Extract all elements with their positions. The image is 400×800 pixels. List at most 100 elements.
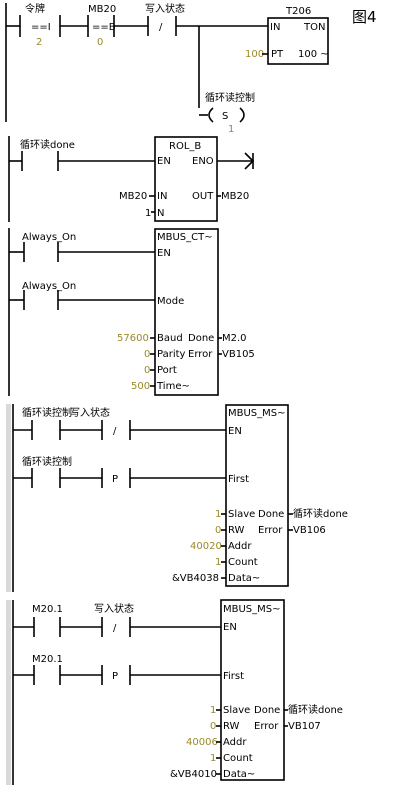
svg-text:TON: TON bbox=[303, 22, 325, 33]
svg-text:100 ~: 100 ~ bbox=[298, 49, 329, 60]
svg-text:N: N bbox=[157, 208, 164, 219]
svg-text:写入状态: 写入状态 bbox=[70, 406, 110, 419]
svg-text:PT: PT bbox=[271, 49, 284, 60]
contact-always-on-en[interactable]: Always_On bbox=[22, 232, 76, 262]
svg-text:VB105: VB105 bbox=[222, 349, 255, 360]
svg-text:M20.1: M20.1 bbox=[32, 654, 63, 665]
svg-text:Slave: Slave bbox=[223, 705, 250, 716]
svg-text:/: / bbox=[159, 22, 163, 33]
svg-text:Mode: Mode bbox=[157, 296, 184, 307]
svg-text:VB106: VB106 bbox=[293, 525, 326, 536]
svg-text:T206: T206 bbox=[285, 6, 311, 17]
svg-text:Always_On: Always_On bbox=[22, 232, 76, 243]
svg-text:Done: Done bbox=[188, 333, 214, 344]
pulse-rising-edge-1[interactable]: P bbox=[101, 468, 131, 488]
svg-text:Error: Error bbox=[254, 721, 279, 732]
contact-write-status-nc[interactable]: 写入状态 / bbox=[145, 2, 185, 36]
contact-m20-1-en[interactable]: M20.1 bbox=[32, 604, 63, 637]
svg-text:Time~: Time~ bbox=[156, 381, 190, 392]
svg-text:Addr: Addr bbox=[223, 737, 247, 748]
svg-text:First: First bbox=[228, 474, 249, 485]
network-3: Always_On Always_On MBUS_CT~ EN Mode Bau… bbox=[8, 228, 255, 396]
svg-text:ROL_B: ROL_B bbox=[169, 141, 201, 152]
contact-cycle-read-done[interactable]: 循环读done bbox=[20, 138, 75, 171]
network-2: 循环读done ROL_B EN ENO IN OUT N MB20 MB20 … bbox=[8, 136, 255, 222]
svg-text:EN: EN bbox=[157, 156, 171, 167]
svg-text:1: 1 bbox=[215, 509, 221, 520]
contact-m20-1-first[interactable]: M20.1 bbox=[32, 654, 63, 685]
svg-text:&VB4010: &VB4010 bbox=[170, 769, 217, 780]
svg-text:&VB4038: &VB4038 bbox=[172, 573, 219, 584]
svg-text:M2.0: M2.0 bbox=[222, 333, 247, 344]
contact-mb20-compare[interactable]: MB20 ==B 0 bbox=[87, 4, 116, 48]
svg-text:RW: RW bbox=[228, 525, 245, 536]
svg-text:EN: EN bbox=[223, 622, 237, 633]
figure-label: 图4 bbox=[352, 8, 377, 26]
svg-text:写入状态: 写入状态 bbox=[94, 602, 134, 615]
svg-text:Count: Count bbox=[223, 753, 253, 764]
svg-text:Count: Count bbox=[228, 557, 258, 568]
svg-text:100: 100 bbox=[245, 49, 264, 60]
svg-text:Data~: Data~ bbox=[223, 769, 255, 780]
svg-text:RW: RW bbox=[223, 721, 240, 732]
pulse-rising-edge-2[interactable]: P bbox=[101, 665, 131, 685]
svg-text:MBUS_MS~: MBUS_MS~ bbox=[223, 604, 281, 615]
svg-text:P: P bbox=[112, 474, 118, 485]
svg-text:MBUS_MS~: MBUS_MS~ bbox=[228, 408, 286, 419]
contact-token-compare[interactable]: 令牌 ==I 2 bbox=[19, 2, 61, 48]
svg-text:1: 1 bbox=[215, 557, 221, 568]
rol-b-block[interactable]: ROL_B EN ENO IN OUT N MB20 MB20 1 bbox=[119, 136, 249, 222]
svg-text:MB20: MB20 bbox=[221, 191, 249, 202]
network-1: 令牌 ==I 2 MB20 ==B 0 写入状态 / T206 bbox=[5, 2, 329, 135]
svg-text:循环读done: 循环读done bbox=[288, 703, 343, 716]
svg-text:Always_On: Always_On bbox=[22, 281, 76, 292]
svg-text:40006: 40006 bbox=[186, 737, 218, 748]
mbus-ms-block-2[interactable]: MBUS_MS~ EN First Slave Done RW Error Ad… bbox=[170, 599, 343, 781]
svg-text:P: P bbox=[112, 671, 118, 682]
svg-text:S: S bbox=[222, 111, 228, 122]
contact-write-status-nc-1[interactable]: 写入状态 / bbox=[70, 406, 131, 440]
network-5: M20.1 写入状态 / M20.1 P MBUS_MS~ EN bbox=[6, 599, 343, 785]
svg-text:OUT: OUT bbox=[192, 191, 214, 202]
timer-t206[interactable]: T206 IN TON PT 100 ~ 100 bbox=[245, 6, 329, 65]
svg-text:1: 1 bbox=[210, 753, 216, 764]
mbus-ct-block[interactable]: MBUS_CT~ EN Mode Baud Done Parity Error … bbox=[117, 228, 255, 396]
svg-text:Error: Error bbox=[258, 525, 283, 536]
svg-text:写入状态: 写入状态 bbox=[145, 2, 185, 15]
svg-text:EN: EN bbox=[228, 426, 242, 437]
network-4: 循环读控制 写入状态 / 循环读控制 P MBUS_MS~ EN bbox=[6, 404, 348, 592]
svg-text:0: 0 bbox=[144, 349, 150, 360]
contact-always-on-mode[interactable]: Always_On bbox=[22, 281, 76, 310]
contact-write-status-nc-2[interactable]: 写入状态 / bbox=[94, 602, 134, 637]
svg-text:57600: 57600 bbox=[117, 333, 149, 344]
svg-text:IN: IN bbox=[270, 22, 280, 33]
svg-text:2: 2 bbox=[36, 37, 42, 48]
svg-text:40020: 40020 bbox=[190, 541, 222, 552]
svg-text:1: 1 bbox=[145, 208, 151, 219]
svg-text:1: 1 bbox=[210, 705, 216, 716]
mbus-ms-block-1[interactable]: MBUS_MS~ EN First Slave Done RW Error Ad… bbox=[172, 404, 348, 587]
contact-cycle-read-control-1[interactable]: 循环读控制 bbox=[22, 406, 72, 440]
svg-text:M20.1: M20.1 bbox=[32, 604, 63, 615]
svg-text:MB20: MB20 bbox=[88, 4, 116, 15]
coil-set-cycle-read[interactable]: 循环读控制 S 1 bbox=[199, 91, 255, 135]
svg-text:Slave: Slave bbox=[228, 509, 255, 520]
svg-text:==B: ==B bbox=[92, 22, 116, 33]
svg-text:/: / bbox=[113, 623, 117, 634]
svg-text:0: 0 bbox=[215, 525, 221, 536]
svg-text:ENO: ENO bbox=[192, 156, 214, 167]
svg-text:0: 0 bbox=[210, 721, 216, 732]
svg-text:0: 0 bbox=[97, 37, 103, 48]
svg-text:IN: IN bbox=[157, 191, 167, 202]
svg-text:Addr: Addr bbox=[228, 541, 252, 552]
svg-text:循环读控制: 循环读控制 bbox=[22, 406, 72, 419]
contact-cycle-read-control-2[interactable]: 循环读控制 bbox=[22, 455, 72, 488]
svg-text:500: 500 bbox=[131, 381, 150, 392]
svg-text:循环读done: 循环读done bbox=[293, 507, 348, 520]
svg-text:循环读done: 循环读done bbox=[20, 138, 75, 151]
svg-text:MB20: MB20 bbox=[119, 191, 147, 202]
svg-text:令牌: 令牌 bbox=[25, 2, 45, 15]
svg-text:1: 1 bbox=[228, 124, 234, 135]
svg-text:/: / bbox=[113, 426, 117, 437]
